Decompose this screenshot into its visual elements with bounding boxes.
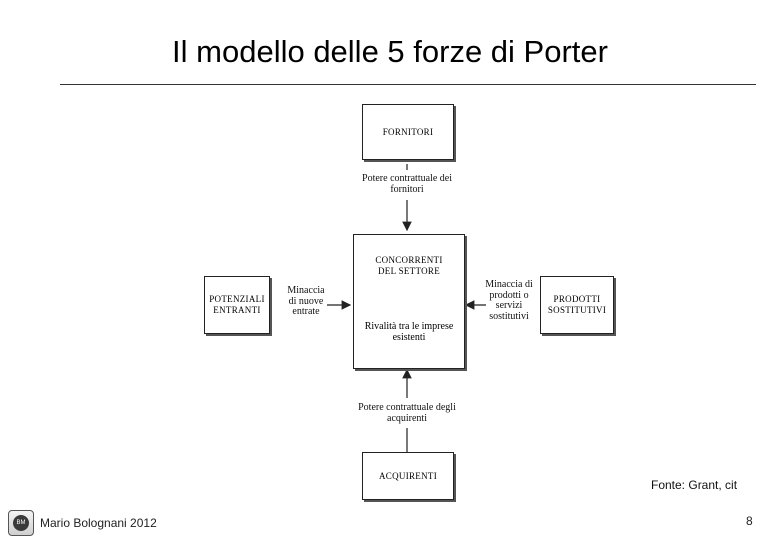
footer-author-block: BM Mario Bolognani 2012 <box>8 510 157 536</box>
box-suppliers: FORNITORI <box>362 104 454 160</box>
author-logo-icon: BM <box>8 510 34 536</box>
box-substitutes: PRODOTTI SOSTITUTIVI <box>540 276 614 334</box>
label-buyer-power: Potere contrattuale degli acquirenti <box>358 402 456 424</box>
page-number: 8 <box>746 514 753 528</box>
box-industry-competitors: CONCORRENTI DEL SETTORE Rivalità tra le … <box>353 234 465 369</box>
box-buyers: ACQUIRENTI <box>362 452 454 500</box>
slide-title: Il modello delle 5 forze di Porter <box>172 34 608 69</box>
industry-box-label: CONCORRENTI DEL SETTORE <box>375 255 443 276</box>
label-entrant-threat: Minaccia di nuove entrate <box>287 285 325 317</box>
label-supplier-power: Potere contrattuale dei fornitori <box>362 173 452 195</box>
porter-five-forces-diagram: FORNITORI CONCORRENTI DEL SETTORE Rivali… <box>200 96 620 506</box>
box-potential-entrants: POTENZIALI ENTRANTI <box>204 276 270 334</box>
logo-mark: BM <box>13 515 29 531</box>
label-substitute-threat: Minaccia di prodotti o servizi sostituti… <box>485 279 533 322</box>
title-divider <box>60 84 756 85</box>
footer-author: Mario Bolognani 2012 <box>40 516 157 530</box>
source-credit: Fonte: Grant, cit <box>651 478 738 492</box>
rivalry-label: Rivalità tra le imprese esistenti <box>364 321 454 343</box>
